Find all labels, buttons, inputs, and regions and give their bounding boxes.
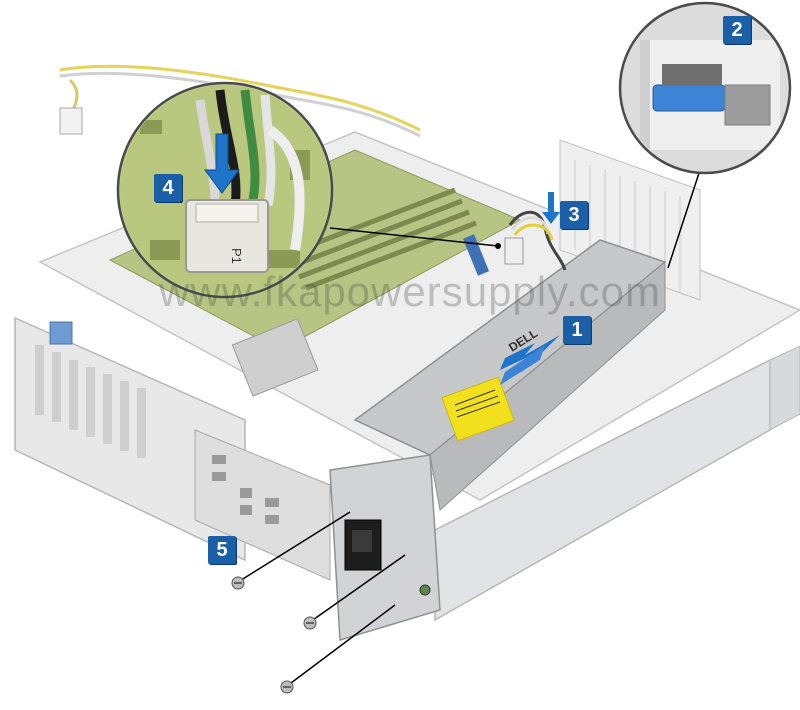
screw-icon: [231, 576, 245, 590]
callout-line-tab: [667, 169, 701, 269]
power-supply-unit: DELL: [329, 239, 667, 641]
chassis-latch: [49, 321, 73, 345]
press-arrow-icon: [204, 133, 240, 194]
screw-icon: [303, 616, 317, 630]
p1-label: P1: [229, 248, 244, 264]
step-2-badge: 2: [723, 16, 751, 44]
screw-icon: [280, 680, 294, 694]
step-1-badge: 1: [563, 316, 591, 344]
psu-label-sticker: [441, 376, 515, 442]
release-tab-detail-callout: [618, 1, 792, 175]
back-panel-vents: [35, 345, 146, 458]
release-tab: [652, 84, 726, 112]
screws: [231, 511, 406, 694]
step-4-badge: 4: [154, 174, 182, 202]
top-cable-connector: [59, 107, 83, 135]
io-ports: [212, 455, 279, 524]
step-3-badge: 3: [560, 201, 588, 229]
motherboard-power-connector: [504, 237, 524, 265]
connector-detail-callout: P1: [116, 81, 334, 299]
psu-cable: [508, 210, 567, 271]
down-arrow-icon: [542, 192, 560, 224]
slide-arrow-icon: [500, 335, 560, 385]
step-5-badge: 5: [208, 536, 236, 564]
power-led: [419, 584, 431, 596]
callout-line-connector: [329, 227, 499, 247]
